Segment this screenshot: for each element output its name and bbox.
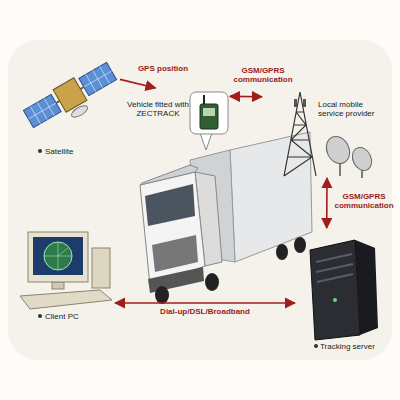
backdrop — [8, 40, 392, 360]
satellite-dish — [322, 133, 354, 168]
monitor-screen — [33, 237, 83, 275]
power-light — [333, 298, 337, 302]
wheel — [294, 237, 306, 253]
callout-pointer — [200, 133, 212, 150]
connector-label: GSM/GPRS communication — [232, 66, 294, 84]
tower-antenna — [303, 99, 306, 107]
solar-panel — [79, 62, 117, 95]
radar-lines — [44, 242, 72, 270]
client-node: Client PC — [10, 225, 115, 325]
client-pc-illustration — [20, 232, 112, 309]
satellite-illustration — [22, 60, 123, 139]
trailer-side — [230, 132, 312, 262]
windshield — [145, 184, 195, 226]
callout-bubble — [190, 92, 228, 134]
truck-illustration — [140, 132, 312, 304]
monitor — [28, 232, 88, 282]
connector-label: Dial-up/DSL/Broadband — [150, 307, 260, 316]
connector-arrow — [115, 302, 295, 304]
pc-case — [92, 248, 110, 288]
satellite-node: Satellite — [20, 45, 120, 160]
device-antenna — [203, 95, 205, 104]
grille — [152, 235, 198, 272]
monitor-stand — [52, 282, 64, 289]
keyboard — [20, 290, 112, 309]
connector-label: GSM/GPRS communication — [333, 192, 395, 210]
bullet-dot — [38, 314, 42, 318]
connector-arrow — [326, 178, 328, 228]
bullet-dot — [38, 149, 42, 153]
node-label: Local mobile service provider — [318, 100, 390, 118]
solar-panel — [23, 94, 61, 127]
server-illustration — [310, 240, 378, 340]
vehicle-node: Vehicle fitted with ZECTRACK — [125, 88, 230, 143]
node-label: Vehicle fitted with ZECTRACK — [126, 100, 190, 118]
connector-label: GPS position — [128, 64, 198, 73]
tower-antenna — [294, 99, 297, 107]
connector-arrow — [120, 79, 156, 88]
tower-node: Local mobile service provider — [262, 88, 392, 178]
bullet-dot — [314, 344, 318, 348]
device-body — [200, 104, 218, 129]
radar-display — [44, 242, 72, 270]
server-node: Tracking server — [295, 228, 385, 353]
satellite-dish — [349, 144, 375, 173]
tracker-device — [190, 92, 228, 150]
tower-lattice — [284, 92, 316, 176]
panel-grid — [23, 94, 61, 127]
wheel — [205, 273, 219, 291]
cab-spoiler — [140, 165, 198, 185]
node-label: Tracking server — [320, 342, 384, 351]
node-label: Client PC — [45, 312, 105, 321]
wheel — [155, 286, 169, 304]
server-front — [310, 240, 360, 340]
node-label: Satellite — [45, 147, 105, 156]
bumper — [148, 267, 204, 293]
wheel — [276, 244, 288, 260]
panel-grid — [79, 62, 117, 95]
connector-arrow — [230, 96, 262, 98]
satellite-dish — [70, 103, 90, 119]
device-screen — [203, 108, 215, 116]
drive-bays — [316, 254, 353, 282]
